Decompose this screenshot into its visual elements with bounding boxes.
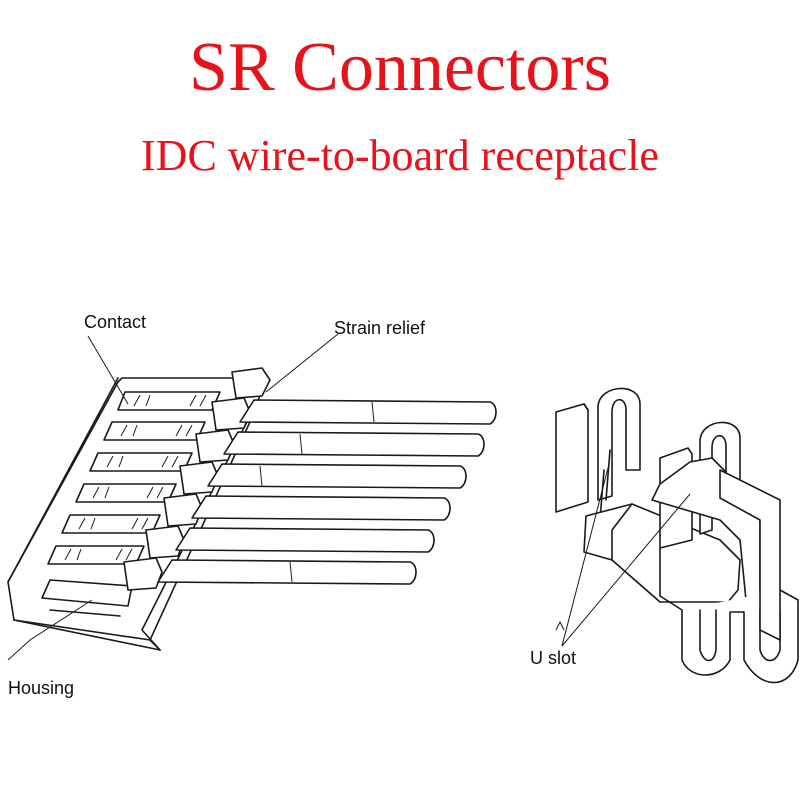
strain-relief-label: Strain relief (334, 318, 426, 338)
leader-lines-right (556, 467, 691, 647)
contact-label: Contact (84, 312, 147, 332)
page-title: SR Connectors (189, 29, 611, 106)
leader-lines-left (7, 333, 339, 661)
housing-label: Housing (8, 678, 75, 698)
u-slot-label: U slot (530, 648, 577, 668)
page-subtitle: IDC wire-to-board receptacle (141, 131, 659, 180)
wires (157, 399, 497, 585)
u-slot-contact-drawing (555, 387, 799, 684)
